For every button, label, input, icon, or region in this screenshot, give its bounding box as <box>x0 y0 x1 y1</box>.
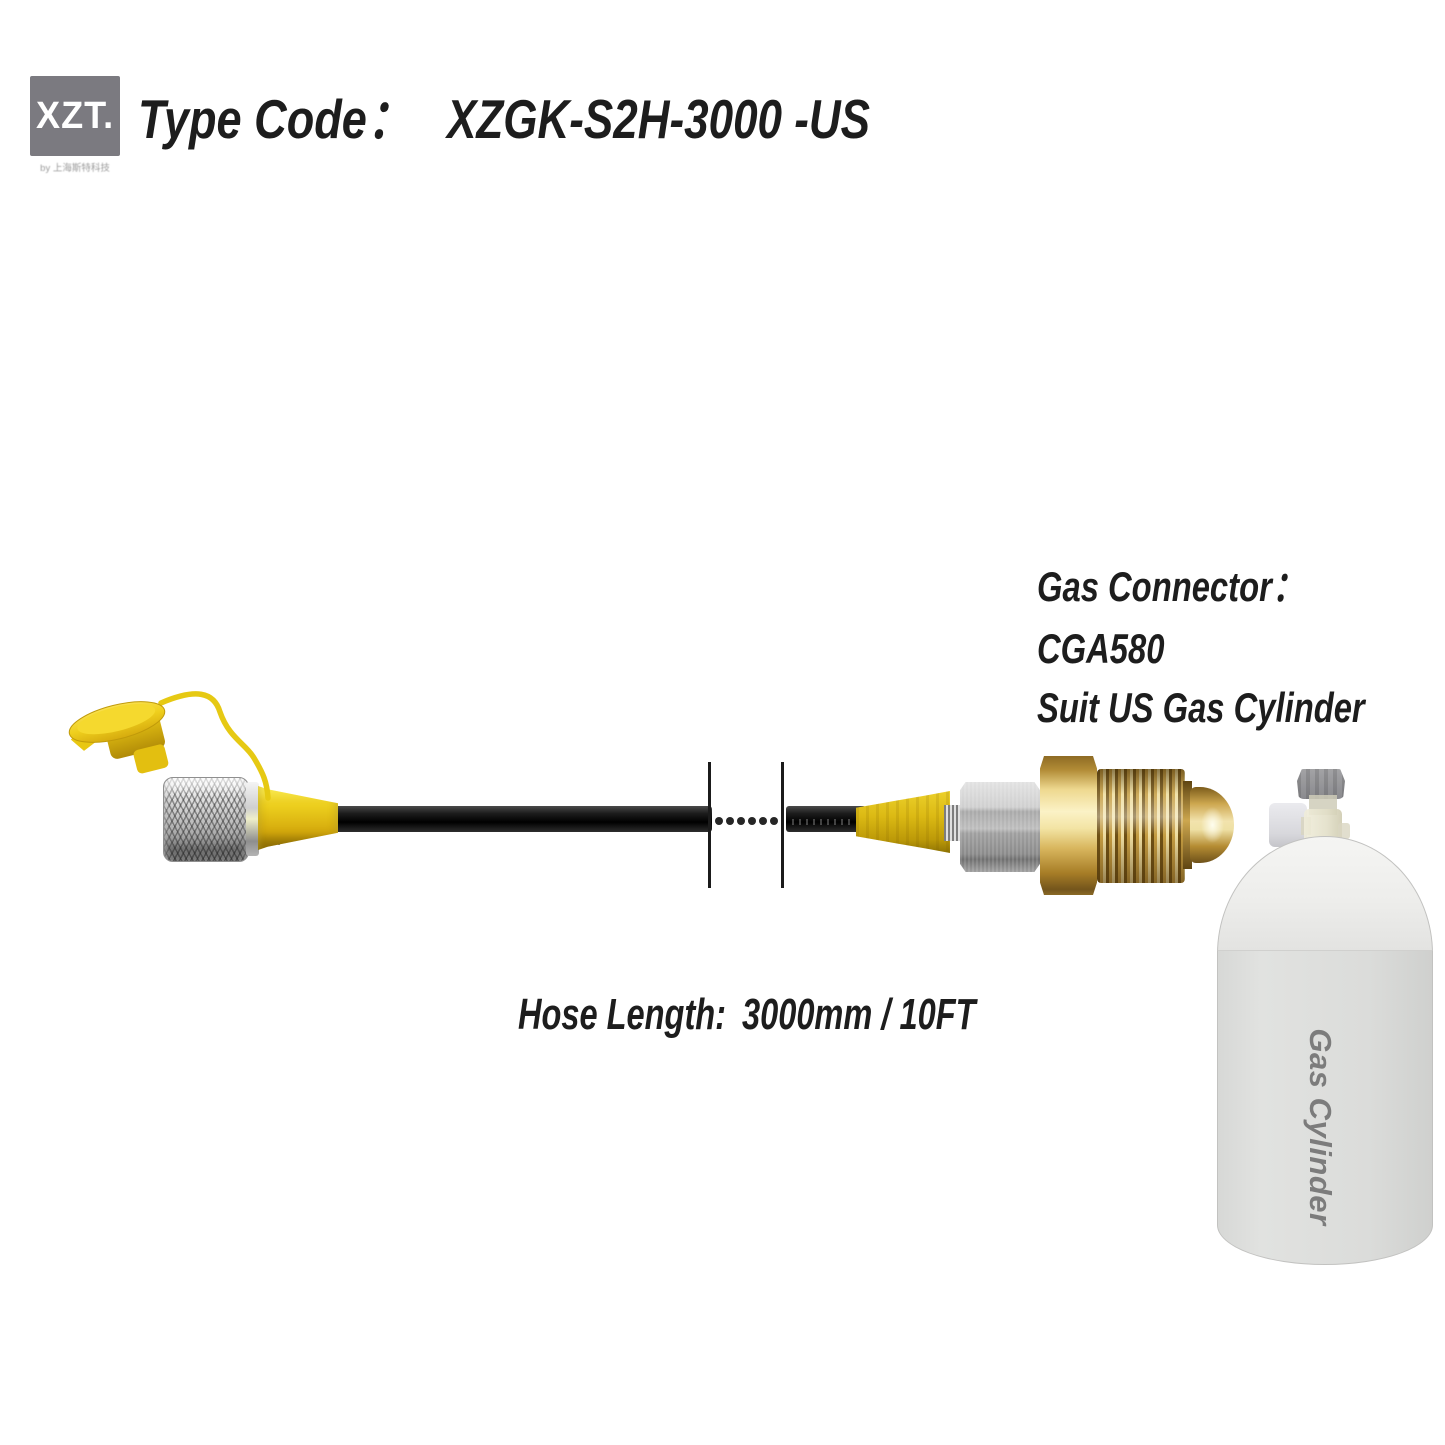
hose-break-mark-right <box>781 762 784 888</box>
cylinder-valve-wing <box>1338 823 1350 839</box>
hose-right-segment <box>786 806 866 832</box>
brand-logo: XZT. <box>30 76 120 156</box>
cga580-hex-nut <box>1040 756 1097 895</box>
gas-cylinder-label: Gas Cylinder <box>1303 1028 1338 1226</box>
fitting-stem-right <box>944 805 962 841</box>
type-code-label: Type Code： <box>138 88 412 150</box>
hose-break-dots <box>715 816 778 825</box>
hose-length-value: 3000mm / 10FT <box>742 990 976 1039</box>
dust-cap-icon <box>68 701 169 774</box>
break-dot <box>770 816 778 825</box>
break-dot <box>748 816 756 825</box>
strain-relief-right <box>856 791 950 853</box>
break-dot <box>759 816 767 825</box>
gas-connector-note-model: CGA580 <box>1037 625 1165 672</box>
coupling-rim <box>246 782 259 856</box>
gas-connector-note-title: Gas Connector： <box>1037 563 1305 610</box>
brand-logo-byline: by 上海斯特科技 <box>40 163 110 174</box>
cylinder-valve-knob <box>1297 769 1345 799</box>
break-dot <box>715 816 723 825</box>
cap-tether-strap <box>158 691 271 801</box>
gas-cylinder-dome <box>1217 836 1433 954</box>
cga580-thread <box>1097 769 1185 883</box>
hose-hex-nut <box>960 782 1040 872</box>
cga580-nipple-tip <box>1190 787 1234 863</box>
cga580-groove-ring <box>1183 781 1192 869</box>
type-code-value: XZGK-S2H-3000 -US <box>447 88 871 150</box>
hose-length-label: Hose Length: <box>518 990 727 1039</box>
brand-logo-text: XZT. <box>35 94 115 137</box>
hose-break-mark-left <box>708 762 711 888</box>
gas-connector-note-suit: Suit US Gas Cylinder <box>1037 684 1365 731</box>
break-dot <box>726 816 734 825</box>
gas-cylinder-body <box>1217 950 1433 1265</box>
break-dot <box>737 816 745 825</box>
dust-cap-graphic <box>68 691 271 801</box>
hose-left-segment <box>332 806 712 832</box>
